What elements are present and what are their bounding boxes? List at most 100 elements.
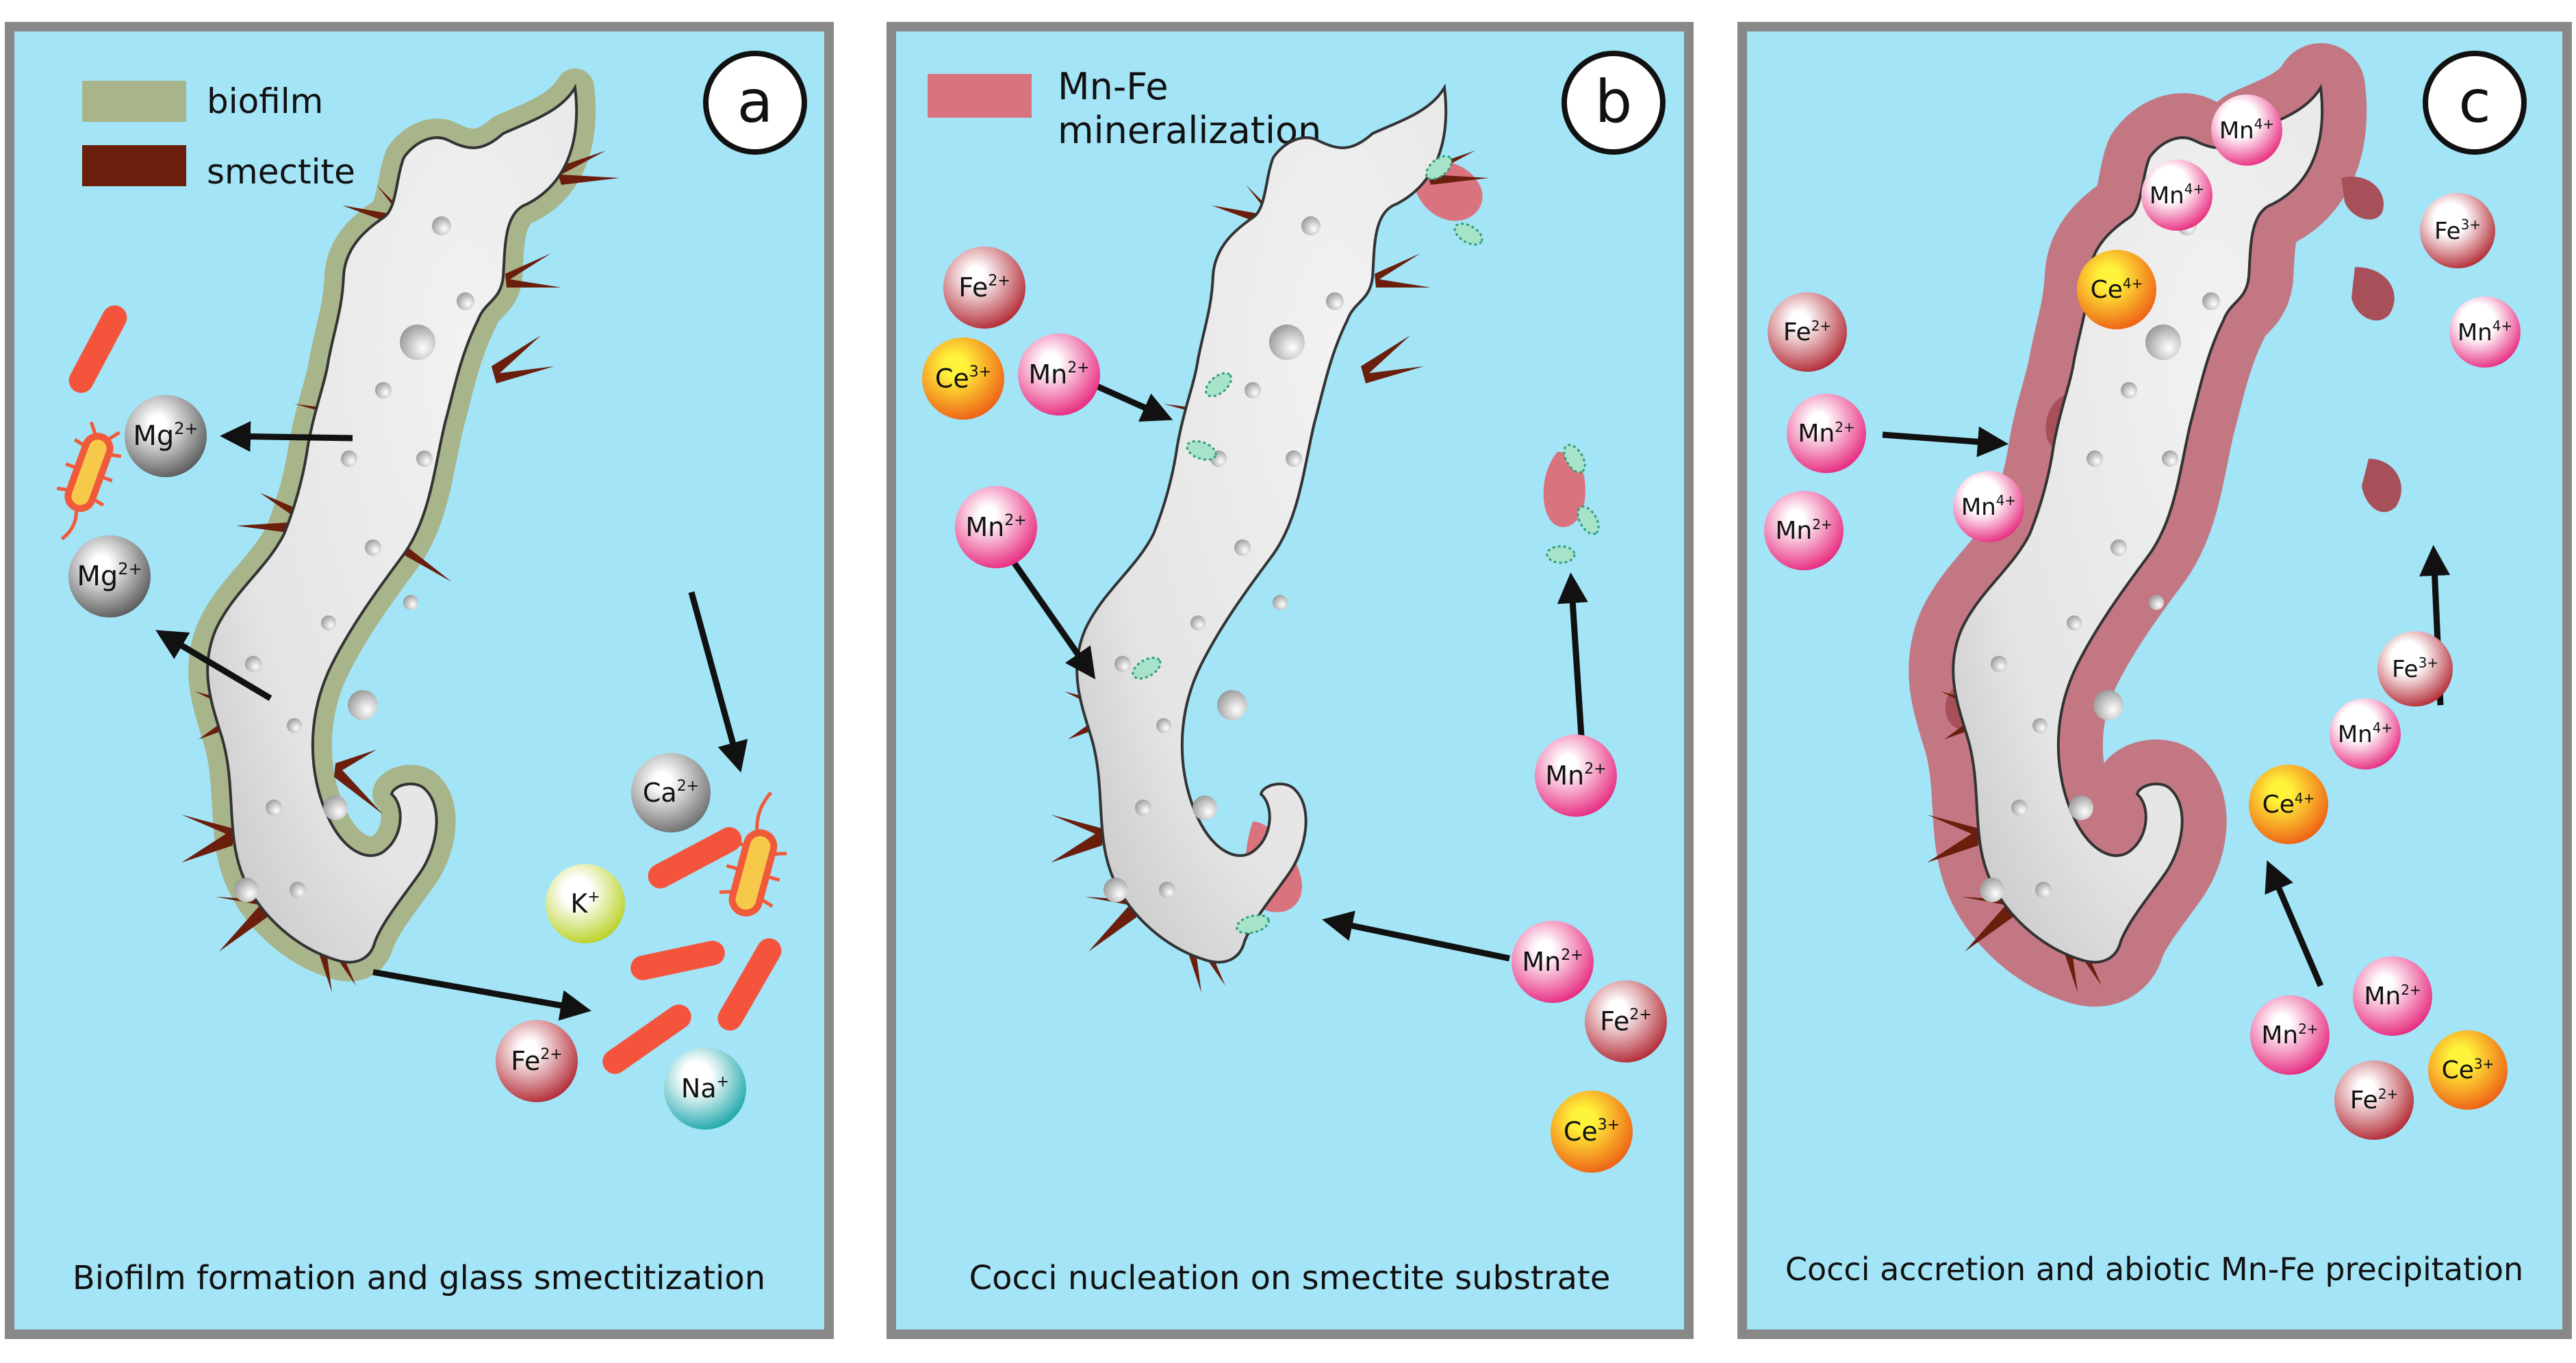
svg-text:Mg2+: Mg2+ xyxy=(133,419,198,452)
svg-text:Ce3+: Ce3+ xyxy=(2442,1056,2495,1084)
svg-text:Mn4+: Mn4+ xyxy=(1961,492,2016,521)
ion-fe: Fe3+ xyxy=(2377,631,2453,706)
svg-text:Mn4+: Mn4+ xyxy=(2219,116,2274,144)
panel-c-caption: Cocci accretion and abiotic Mn-Fe precip… xyxy=(1785,1251,2523,1288)
ion-mn: Mn4+ xyxy=(1953,471,2024,542)
bacterial-rod xyxy=(630,941,725,980)
legend-mineralization-swatch xyxy=(928,74,1032,118)
ion-mn: Mn4+ xyxy=(2211,94,2282,166)
bacterial-rod xyxy=(717,938,782,1031)
panel-a: biofilm smectite a xyxy=(5,22,834,1339)
legend-smectite-label: smectite xyxy=(207,152,355,192)
glass-vesicles-a xyxy=(234,216,474,902)
ion-fe: Fe2+ xyxy=(1768,292,1847,372)
ion-mn: Mn4+ xyxy=(2330,698,2401,769)
svg-text:Ce3+: Ce3+ xyxy=(935,364,991,394)
svg-text:Fe2+: Fe2+ xyxy=(1783,318,1831,346)
arrow xyxy=(1322,910,1510,962)
glass-grain-c xyxy=(1927,88,2401,993)
arrow xyxy=(220,421,353,453)
svg-text:Na+: Na+ xyxy=(681,1073,729,1104)
panel-a-caption: Biofilm formation and glass smectitizati… xyxy=(73,1259,765,1297)
ion-fe: Fe2+ xyxy=(2334,1060,2414,1140)
ion-ce: Ce3+ xyxy=(2428,1030,2508,1110)
ion-mn: Mn4+ xyxy=(2141,160,2212,231)
svg-text:K+: K+ xyxy=(570,889,600,919)
ion-mn: Mn4+ xyxy=(2449,296,2521,368)
arrow xyxy=(1557,572,1588,737)
arrows-a xyxy=(155,421,748,1021)
ion-mn: Mn2+ xyxy=(1787,394,1866,473)
ion-k: K+ xyxy=(546,864,625,943)
ion-mn: Mn2+ xyxy=(955,486,1037,568)
svg-text:Mn2+: Mn2+ xyxy=(2261,1021,2318,1049)
arrow xyxy=(155,630,272,701)
svg-text:Fe2+: Fe2+ xyxy=(958,272,1010,303)
svg-text:Mn2+: Mn2+ xyxy=(1775,516,1832,545)
svg-text:Fe2+: Fe2+ xyxy=(1600,1006,1652,1036)
svg-text:Mn2+: Mn2+ xyxy=(1798,419,1854,448)
ion-fe: Fe2+ xyxy=(943,246,1025,329)
panel-a-letter-badge: a xyxy=(703,51,807,155)
panel-a-letter: a xyxy=(737,68,774,136)
svg-text:Fe3+: Fe3+ xyxy=(2434,216,2481,245)
arrow xyxy=(1010,559,1096,680)
bacterium-a-right xyxy=(719,791,787,917)
bacterial-rod xyxy=(648,827,742,889)
panel-b: Mn-Fe mineralization b xyxy=(887,22,1694,1339)
svg-text:Mn2+: Mn2+ xyxy=(1522,947,1583,977)
ion-mg: Mg2+ xyxy=(68,535,151,617)
ion-mg: Mg2+ xyxy=(125,395,207,477)
arrow xyxy=(1089,380,1173,422)
panel-b-letter-badge: b xyxy=(1561,51,1666,155)
ion-mn: Mn2+ xyxy=(1018,333,1100,416)
bacterium-a-left xyxy=(56,421,122,541)
glass-grain-b xyxy=(1051,86,1600,993)
svg-text:Mn4+: Mn4+ xyxy=(2150,181,2204,209)
panel-c: c xyxy=(1737,22,2572,1339)
ion-ce: Ce4+ xyxy=(2077,250,2156,329)
ion-mn: Mn2+ xyxy=(1535,735,1617,817)
ion-ce: Ce3+ xyxy=(1551,1091,1633,1173)
ion-ce: Ce4+ xyxy=(2249,765,2328,844)
glass-vesicles-c xyxy=(1980,216,2220,902)
arrow xyxy=(688,591,748,773)
svg-text:Ca2+: Ca2+ xyxy=(643,778,699,808)
ion-mn: Mn2+ xyxy=(2353,956,2432,1036)
bacterial-rod xyxy=(68,305,127,393)
svg-text:Mg2+: Mg2+ xyxy=(77,559,142,592)
svg-text:Fe3+: Fe3+ xyxy=(2392,654,2438,683)
arrow xyxy=(2265,860,2324,987)
svg-text:Mn2+: Mn2+ xyxy=(1028,359,1089,390)
ion-mn: Mn2+ xyxy=(2250,995,2330,1075)
svg-text:Mn4+: Mn4+ xyxy=(2338,719,2393,748)
panel-c-letter: c xyxy=(2458,68,2490,136)
svg-text:Ce3+: Ce3+ xyxy=(1564,1117,1620,1147)
glass-grain-a xyxy=(181,88,620,993)
arrow xyxy=(372,969,591,1021)
panel-b-letter: b xyxy=(1595,68,1633,136)
legend-mineralization-label: Mn-Fe mineralization xyxy=(1058,65,1321,152)
panel-c-letter-badge: c xyxy=(2423,51,2527,155)
ion-fe: Fe2+ xyxy=(1585,980,1667,1062)
glass-vesicles-b xyxy=(1104,216,1344,902)
ion-fe: Fe3+ xyxy=(2420,193,2495,268)
ion-mn: Mn2+ xyxy=(1512,921,1594,1003)
svg-text:Fe2+: Fe2+ xyxy=(511,1046,563,1076)
panel-b-caption: Cocci nucleation on smectite substrate xyxy=(969,1259,1611,1297)
svg-text:Fe2+: Fe2+ xyxy=(2350,1086,2398,1114)
ion-ce: Ce3+ xyxy=(922,337,1004,420)
legend-smectite-swatch xyxy=(82,145,186,186)
ion-fe: Fe2+ xyxy=(496,1020,578,1102)
svg-text:Ce4+: Ce4+ xyxy=(2262,790,2315,819)
arrows-b xyxy=(1010,380,1588,962)
ion-na: Na+ xyxy=(664,1047,746,1130)
bacterial-rod xyxy=(602,1004,691,1074)
svg-text:Ce4+: Ce4+ xyxy=(2091,275,2143,304)
legend-biofilm-swatch xyxy=(82,81,186,122)
svg-text:Mn2+: Mn2+ xyxy=(965,512,1026,542)
svg-text:Mn2+: Mn2+ xyxy=(1545,761,1606,791)
arrow xyxy=(1882,426,2008,457)
svg-text:Mn2+: Mn2+ xyxy=(2364,982,2421,1010)
